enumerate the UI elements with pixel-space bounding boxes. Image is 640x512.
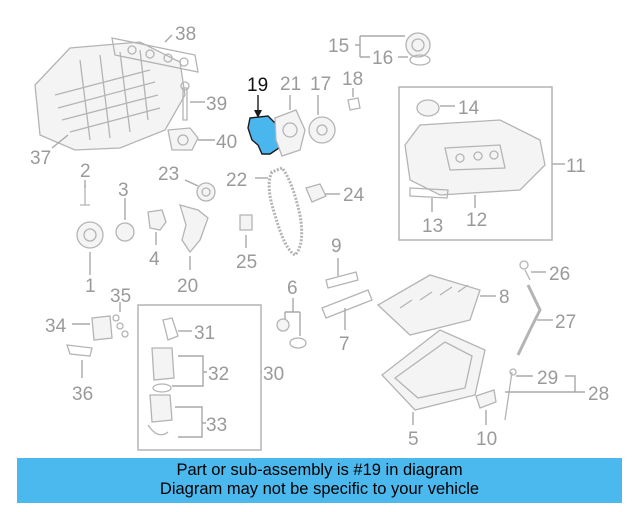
part-36-bracket (66, 344, 93, 357)
part-7-gasket (321, 289, 373, 319)
part-12-valve-cover (404, 119, 546, 196)
part-34-bracket (91, 315, 113, 341)
callout-29: 29 (537, 368, 558, 389)
callout-14: 14 (458, 98, 480, 119)
callout-3: 3 (118, 180, 129, 201)
callout-33: 33 (206, 415, 227, 436)
part-9-rail (325, 271, 359, 289)
callout-26: 26 (549, 264, 570, 285)
callout-17: 17 (310, 74, 331, 95)
callout-23: 23 (158, 164, 179, 185)
callout-20: 20 (177, 276, 198, 297)
callout-35: 35 (110, 286, 131, 307)
callout-18: 18 (342, 69, 363, 90)
callout-31: 31 (194, 323, 215, 344)
callout-9: 9 (331, 236, 342, 257)
part-6-connector (276, 318, 307, 349)
callout-11: 11 (566, 156, 586, 177)
callout-8: 8 (499, 287, 510, 308)
part-24-tensioner (305, 183, 327, 203)
callout-30: 30 (263, 364, 284, 385)
part-19-highlighted (247, 115, 281, 155)
part-21-cover (274, 109, 306, 157)
callout-6: 6 (287, 278, 298, 299)
part-16-cap (405, 32, 431, 66)
callout-15: 15 (328, 36, 349, 57)
callout-10: 10 (476, 429, 497, 450)
part-2-bolt (80, 185, 90, 206)
part-38-gasket (111, 37, 199, 73)
part-27-dipstick-tube (516, 284, 542, 356)
banner-line-2: Diagram may not be specific to your vehi… (159, 480, 480, 498)
callout-1: 1 (85, 276, 96, 297)
callout-5: 5 (408, 429, 419, 450)
callout-37: 37 (30, 148, 51, 169)
part-4-pump (147, 209, 167, 231)
callout-4: 4 (149, 249, 160, 270)
callout-16: 16 (372, 48, 393, 69)
part-17-sprocket (308, 116, 336, 144)
callout-19: 19 (247, 75, 268, 96)
part-20-housing (179, 204, 209, 254)
callout-39: 39 (206, 94, 227, 115)
banner-line-1: Part or sub-assembly is #19 in diagram (176, 461, 463, 479)
part-1-pulley (76, 221, 104, 249)
part-18-clip (347, 97, 361, 111)
part-23-cap (196, 182, 216, 202)
part-31-cap (162, 317, 179, 341)
part-37-intake-manifold (34, 41, 186, 151)
callout-22: 22 (226, 170, 247, 191)
part-8-oil-pan-gasket (376, 274, 481, 336)
part-14-seal (416, 99, 440, 117)
part-10-sensor (475, 389, 497, 409)
part-29-dipstick (504, 368, 517, 421)
part-25-plug (239, 214, 253, 231)
callout-2: 2 (80, 161, 91, 182)
part-35-bolts (112, 314, 129, 338)
part-22-timing-chain (267, 166, 304, 257)
part-33-housing (147, 394, 173, 436)
callout-38: 38 (175, 24, 196, 45)
callout-13: 13 (422, 216, 443, 237)
part-13-gasket (409, 187, 449, 199)
callout-25: 25 (236, 252, 257, 273)
part-39-bracket (180, 81, 190, 121)
callout-34: 34 (45, 316, 67, 337)
callout-12: 12 (466, 210, 487, 231)
part-40-sensor (167, 127, 199, 151)
part-26-dipstick-top (519, 260, 531, 281)
info-banner: Part or sub-assembly is #19 in diagram D… (17, 458, 622, 503)
callout-7: 7 (339, 334, 350, 355)
callout-36: 36 (72, 384, 93, 405)
callout-32: 32 (208, 364, 229, 385)
part-5-oil-pan (381, 329, 486, 411)
parts-diagram: 37 38 39 40 19 21 17 18 (30, 24, 609, 451)
part-32-filter (151, 347, 175, 393)
callout-40: 40 (216, 132, 237, 153)
callout-27: 27 (555, 312, 576, 333)
callout-21: 21 (280, 74, 301, 95)
part-3-gear (115, 222, 135, 242)
callout-24: 24 (343, 185, 365, 206)
callout-28: 28 (588, 384, 609, 405)
